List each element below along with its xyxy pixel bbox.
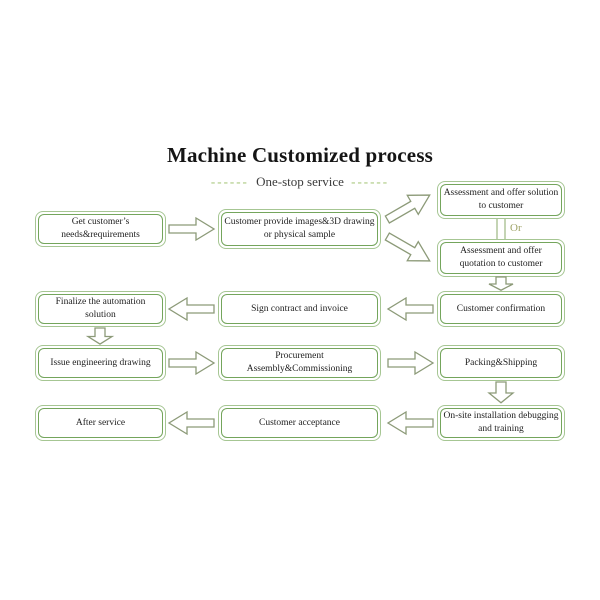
subtitle: ------ One-stop service ------ (0, 174, 600, 190)
node-get-customer-needs: Get customer’s needs&requirements (35, 211, 166, 247)
or-connector-line (496, 219, 506, 239)
node-packing-shipping: Packing&Shipping (437, 345, 565, 381)
arrow-left-icon (387, 410, 433, 436)
subtitle-dash-right: ------ (351, 174, 390, 189)
node-offer-quotation: Assessment and offer quotation to custom… (437, 239, 565, 277)
node-label: Sign contract and invoice (221, 294, 378, 324)
node-finalize-solution: Finalize the automation solution (35, 291, 166, 327)
node-after-service: After service (35, 405, 166, 441)
arrow-left-icon (168, 296, 214, 322)
arrow-down-icon (87, 328, 113, 345)
node-label: Finalize the automation solution (38, 294, 163, 324)
node-label: Customer acceptance (221, 408, 378, 438)
or-label: Or (510, 222, 522, 234)
node-customer-confirmation: Customer confirmation (437, 291, 565, 327)
arrow-down-icon (488, 382, 514, 404)
node-label: Get customer’s needs&requirements (38, 214, 163, 244)
node-onsite-installation: On-site installation debugging and train… (437, 405, 565, 441)
node-customer-acceptance: Customer acceptance (218, 405, 381, 441)
node-label: On-site installation debugging and train… (440, 408, 562, 438)
arrow-down-right-icon (381, 225, 437, 273)
node-label: Packing&Shipping (440, 348, 562, 378)
subtitle-text: One-stop service (256, 174, 344, 189)
node-label: After service (38, 408, 163, 438)
arrow-right-icon (169, 216, 215, 242)
subtitle-dash-left: ------ (210, 174, 249, 189)
node-label: Assessment and offer quotation to custom… (440, 242, 562, 274)
node-label: Customer confirmation (440, 294, 562, 324)
node-issue-engineering-drawing: Issue engineering drawing (35, 345, 166, 381)
node-label: Issue engineering drawing (38, 348, 163, 378)
node-sign-contract: Sign contract and invoice (218, 291, 381, 327)
node-customer-provide-images: Customer provide images&3D drawing or ph… (218, 209, 381, 249)
arrow-up-right-icon (381, 183, 437, 231)
node-label: Customer provide images&3D drawing or ph… (221, 212, 378, 246)
arrow-right-icon (388, 350, 434, 376)
node-label: Procurement Assembly&Commissioning (221, 348, 378, 378)
node-label: Assessment and offer solution to custome… (440, 184, 562, 216)
arrow-down-icon (488, 277, 514, 291)
arrow-left-icon (168, 410, 214, 436)
node-offer-solution: Assessment and offer solution to custome… (437, 181, 565, 219)
arrow-right-icon (169, 350, 215, 376)
node-procurement-assembly: Procurement Assembly&Commissioning (218, 345, 381, 381)
arrow-left-icon (387, 296, 433, 322)
page-title: Machine Customized process (166, 143, 434, 167)
